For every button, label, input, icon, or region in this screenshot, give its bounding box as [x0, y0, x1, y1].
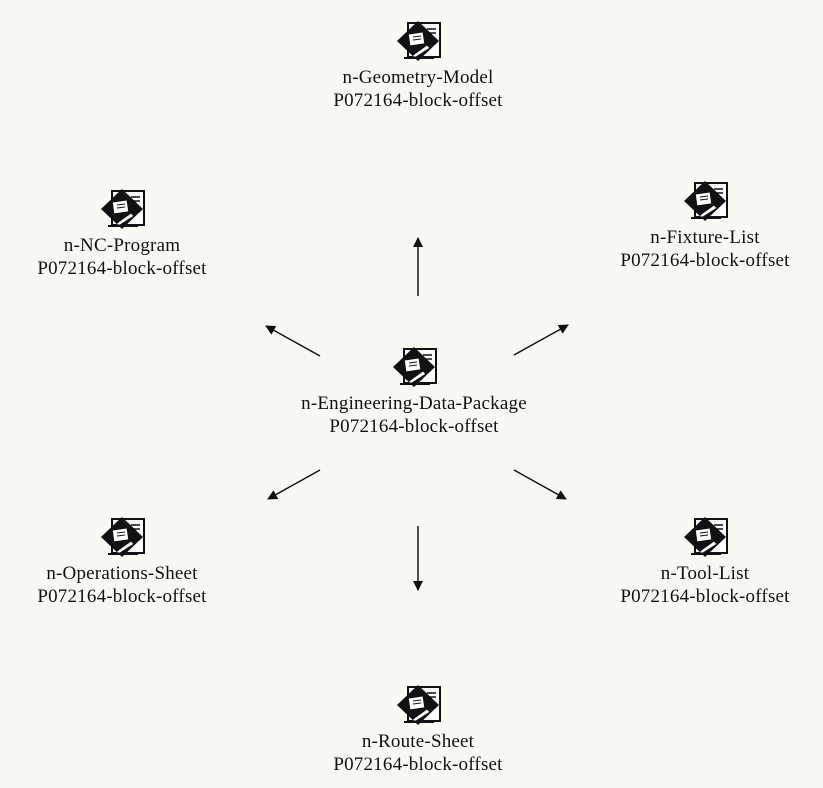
node-subtitle: P072164-block-offset [620, 250, 790, 271]
document-node-icon [101, 517, 145, 557]
node-subtitle: P072164-block-offset [37, 258, 207, 279]
document-node-icon [684, 517, 728, 557]
node-title: n-Fixture-List [650, 227, 760, 248]
node-title: n-Route-Sheet [361, 731, 475, 752]
edge-to-tool-list [513, 469, 567, 500]
node-subtitle: P072164-block-offset [333, 754, 503, 775]
node-fixture-list[interactable]: n-Fixture-List P072164-block-offset [555, 180, 823, 272]
node-title: n-NC-Program [63, 235, 181, 256]
node-subtitle: P072164-block-offset [620, 586, 790, 607]
document-node-icon [101, 189, 145, 229]
edge-to-nc-program [265, 325, 321, 357]
node-title: n-Operations-Sheet [46, 563, 198, 584]
document-node-icon [397, 21, 441, 61]
node-subtitle: P072164-block-offset [329, 416, 499, 437]
node-title: n-Tool-List [660, 563, 750, 584]
node-title: n-Geometry-Model [342, 67, 494, 88]
node-nc-program[interactable]: n-NC-Program P072164-block-offset [0, 188, 272, 280]
edge-to-operations-sheet [267, 469, 321, 500]
node-title: n-Engineering-Data-Package [301, 393, 527, 414]
node-engineering-data-package[interactable]: n-Engineering-Data-Package P072164-block… [264, 346, 564, 438]
document-node-icon [684, 181, 728, 221]
node-operations-sheet[interactable]: n-Operations-Sheet P072164-block-offset [0, 516, 272, 608]
node-geometry-model[interactable]: n-Geometry-Model P072164-block-offset [268, 20, 568, 112]
node-route-sheet[interactable]: n-Route-Sheet P072164-block-offset [268, 684, 568, 776]
node-subtitle: P072164-block-offset [37, 586, 207, 607]
node-subtitle: P072164-block-offset [333, 90, 503, 111]
edge-to-fixture-list [513, 324, 569, 356]
document-node-icon [397, 685, 441, 725]
document-node-icon [393, 347, 437, 387]
node-tool-list[interactable]: n-Tool-List P072164-block-offset [555, 516, 823, 608]
